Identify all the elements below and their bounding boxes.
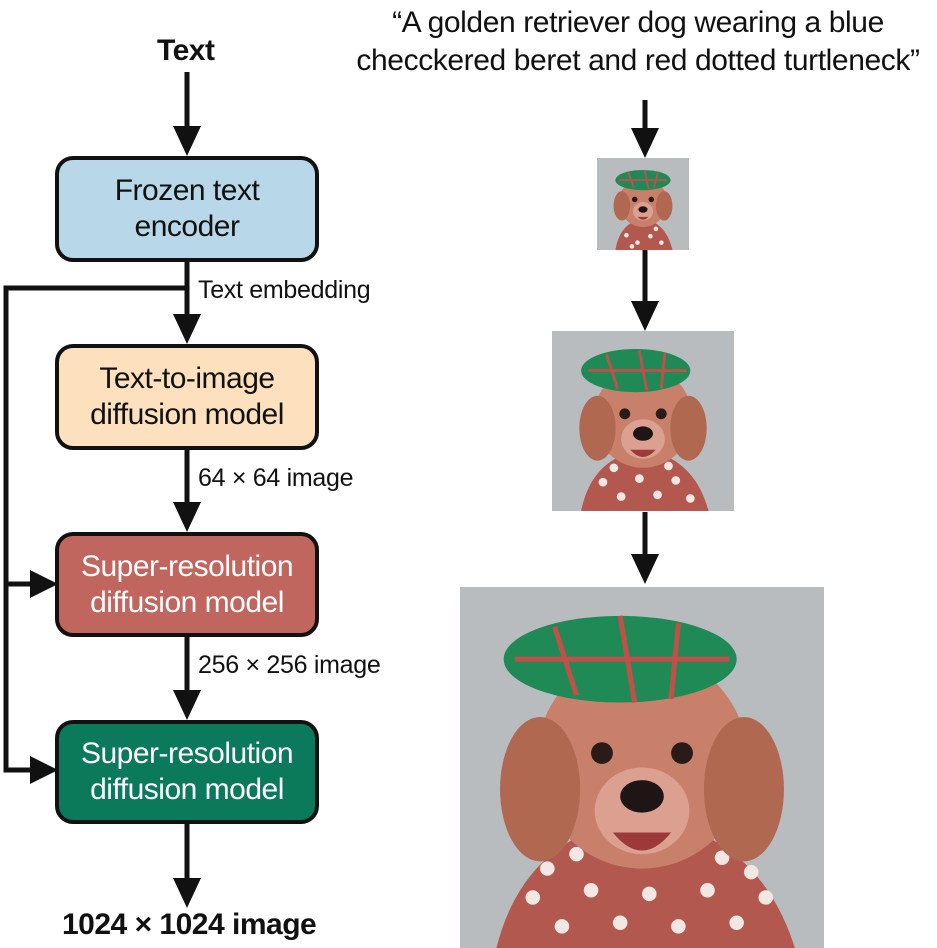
text-embedding-label: Text embedding [198,276,371,304]
super-resolution-label-1: Super-resolution diffusion model [80,549,294,619]
dog-image-64 [597,158,689,250]
arrowhead [173,878,201,908]
arrowhead [173,126,201,156]
super-resolution-box-1: Super-resolution diffusion model [55,532,319,637]
edge-label-64: 64 × 64 image [198,464,354,492]
arrowhead [173,314,201,344]
dog-picture-large [460,587,824,948]
arrowhead [631,301,659,331]
dog-image-256 [552,331,734,511]
arrowhead [30,570,58,598]
dog-picture-medium [552,331,734,511]
prompt-text: “A golden retriever dog wearing a blue c… [356,6,920,77]
super-resolution-box-2: Super-resolution diffusion model [55,720,319,824]
embedding-bypass-line [3,285,187,773]
frozen-text-encoder-label: Frozen text encoder [114,174,260,243]
arrowhead [631,554,659,584]
input-text-label: Text [157,34,215,67]
output-label: 1024 × 1024 image [62,908,317,941]
arrowhead [30,756,58,784]
arrowhead [173,502,201,532]
arrowhead [173,690,201,720]
super-resolution-label-2: Super-resolution diffusion model [80,737,294,806]
text-to-image-diffusion-box: Text-to-image diffusion model [55,344,319,450]
arrowhead [631,128,659,158]
text-to-image-diffusion-label: Text-to-image diffusion model [90,362,284,431]
dog-picture-small [597,158,689,250]
frozen-text-encoder-box: Frozen text encoder [55,156,319,262]
dog-image-1024 [460,587,824,948]
edge-label-256: 256 × 256 image [198,651,381,679]
